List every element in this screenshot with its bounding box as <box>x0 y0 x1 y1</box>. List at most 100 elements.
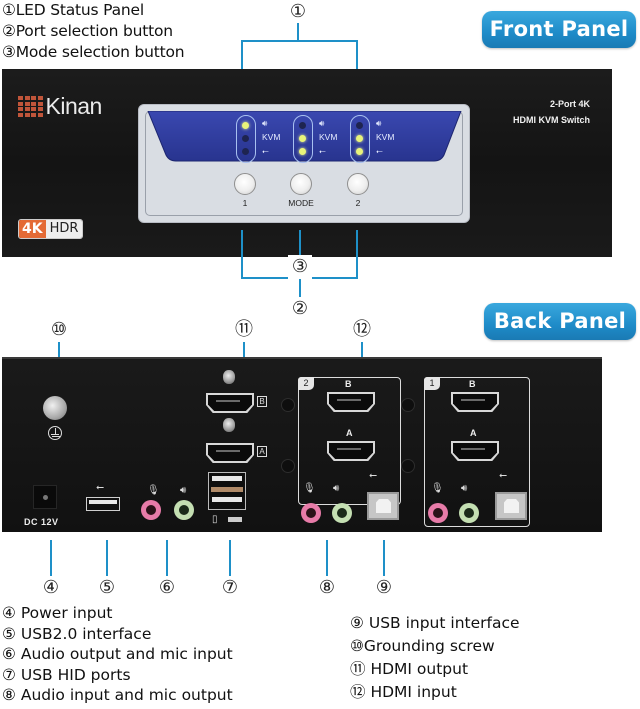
port-box-1: 1 B A 🎙︎ 🔊︎ ⭠ <box>424 377 530 527</box>
speaker-icon: 🔊︎ <box>376 118 382 128</box>
port1-button-label: 1 <box>242 198 248 208</box>
mic-icon: 🎙︎ <box>303 483 316 494</box>
led-indicator <box>241 122 249 129</box>
port-tag: 1 <box>424 377 440 390</box>
kvm-label: KVM <box>319 132 338 142</box>
usb-icon: ⭠ <box>262 146 269 156</box>
legend-item-usb-hid: ⑦ USB HID ports <box>2 665 131 684</box>
product-name: 2-Port 4K HDMI KVM Switch <box>512 99 590 125</box>
badge-4k-hdr: 4K HDR <box>18 219 84 239</box>
audio-jack-2[interactable] <box>332 503 352 523</box>
callout-port-buttons: ② <box>291 298 309 319</box>
led-indicator <box>298 135 306 142</box>
mic-jack-1[interactable] <box>428 503 448 523</box>
callout-audio-in-mic-out: ⑧ <box>318 577 336 598</box>
mouse-icon: ▯ <box>212 514 218 525</box>
mode-button-label: MODE <box>288 198 314 208</box>
callout-hdmi-input: ⑫ <box>353 319 371 340</box>
control-face: 🔊︎ KVM ⭠ 🔊︎ KVM ⭠ 🔊︎ KVM ⭠ 1 MODE <box>138 104 470 223</box>
usb-b-port-1[interactable] <box>495 492 527 520</box>
usb2-port[interactable] <box>86 497 120 511</box>
dc-power-jack[interactable] <box>33 485 57 509</box>
grounding-screw[interactable] <box>43 396 67 420</box>
audio-jack-1[interactable] <box>459 503 479 523</box>
legend-item-mode-selection: ③Mode selection button <box>2 43 185 61</box>
hdmi-output-a-label: A <box>257 446 267 457</box>
callout-power: ④ <box>42 577 60 598</box>
front-device: Kinan 2-Port 4K HDMI KVM Switch 4K HDR 🔊… <box>2 69 612 257</box>
legend-item-power: ④ Power input <box>2 604 113 622</box>
keyboard-icon <box>228 517 242 522</box>
legend-item-grounding: ⑩Grounding screw <box>350 637 495 655</box>
brand-logo: Kinan <box>18 93 102 120</box>
port2-button-label: 2 <box>355 198 361 208</box>
legend-item-usb-input: ⑨ USB input interface <box>350 614 520 632</box>
panel-screw <box>281 398 295 412</box>
led-group-port1: 🔊︎ KVM ⭠ <box>236 115 318 163</box>
speaker-icon: 🔊︎ <box>333 483 340 494</box>
speaker-icon: 🔊︎ <box>180 485 187 496</box>
callout-bracket <box>241 40 358 42</box>
hdmi-input-2a[interactable] <box>327 441 375 461</box>
legend-item-led-status: ①LED Status Panel <box>2 1 144 19</box>
mode-button[interactable] <box>290 173 312 195</box>
callout-led-panel: ① <box>289 1 307 22</box>
port1-button[interactable] <box>234 173 256 195</box>
hdmi-input-1b[interactable] <box>451 392 499 412</box>
callout-usb2: ⑤ <box>98 577 116 598</box>
mic-jack-console[interactable] <box>141 500 161 520</box>
legend-back-right: ⑨ USB input interface ⑩Grounding screw ⑪… <box>350 612 520 704</box>
mic-jack-2[interactable] <box>301 503 321 523</box>
speaker-icon: 🔊︎ <box>319 118 325 128</box>
audio-jack-console[interactable] <box>174 500 194 520</box>
callout-mode-button: ③ <box>288 255 312 279</box>
led-indicator <box>241 148 249 155</box>
hdmi-output-b[interactable] <box>206 393 254 413</box>
hdmi-input-2b[interactable] <box>327 392 375 412</box>
led-indicator <box>355 135 363 142</box>
usb-b-port-2[interactable] <box>367 492 399 520</box>
legend-back-left: ④ Power input ⑤ USB2.0 interface ⑥ Audio… <box>2 603 233 706</box>
front-panel-title: Front Panel <box>482 11 636 48</box>
callout-usb-input: ⑨ <box>375 577 393 598</box>
port2-button[interactable] <box>347 173 369 195</box>
usb-icon: ⭠ <box>499 470 507 481</box>
kvm-label: KVM <box>376 132 395 142</box>
led-indicator <box>241 135 249 142</box>
port-box-2: 2 B A 🎙︎ 🔊︎ ⭠ <box>298 377 401 505</box>
legend-item-usb2: ⑤ USB2.0 interface <box>2 624 152 643</box>
callout-line <box>297 23 299 41</box>
hdmi-output-a[interactable] <box>206 443 254 463</box>
legend-item-audio-out: ⑥ Audio output and mic input <box>2 645 233 663</box>
led-group-port2: 🔊︎ KVM ⭠ <box>350 115 432 163</box>
back-panel-title: Back Panel <box>484 303 636 340</box>
led-indicator <box>355 148 363 155</box>
usb-hid-ports[interactable] <box>208 472 246 510</box>
back-device: B A 2 B A 🎙︎ 🔊︎ ⭠ 1 B <box>2 357 602 532</box>
usb-icon: ⭠ <box>369 470 377 481</box>
dc-label: DC 12V <box>24 517 59 527</box>
legend-item-hdmi-output: ⑪ HDMI output <box>350 660 469 678</box>
thumb-screw <box>223 418 235 432</box>
callout-usb-hid: ⑦ <box>221 577 239 598</box>
panel-screw <box>401 459 415 473</box>
speaker-icon: 🔊︎ <box>461 483 468 494</box>
legend-item-hdmi-input: ⑫ HDMI input <box>350 683 457 701</box>
logo-grid-icon <box>18 96 43 117</box>
kvm-label: KVM <box>262 132 281 142</box>
usb-icon: ⭠ <box>96 482 104 493</box>
legend-item-audio-in: ⑧ Audio input and mic output <box>2 686 233 704</box>
legend-item-port-selection: ②Port selection button <box>2 22 173 40</box>
legend-front: ①LED Status Panel ②Port selection button… <box>2 0 185 63</box>
usb-icon: ⭠ <box>319 146 326 156</box>
speaker-icon: 🔊︎ <box>262 118 268 128</box>
port-tag: 2 <box>298 377 314 390</box>
mic-icon: 🎙︎ <box>431 483 444 494</box>
led-indicator <box>355 122 363 129</box>
brand-name: Kinan <box>45 93 103 119</box>
ground-symbol-icon <box>48 426 62 440</box>
hdmi-input-1a[interactable] <box>451 441 499 461</box>
callout-hdmi-output: ⑪ <box>235 319 253 340</box>
hdmi-output-b-label: B <box>257 396 267 407</box>
led-indicator <box>298 148 306 155</box>
